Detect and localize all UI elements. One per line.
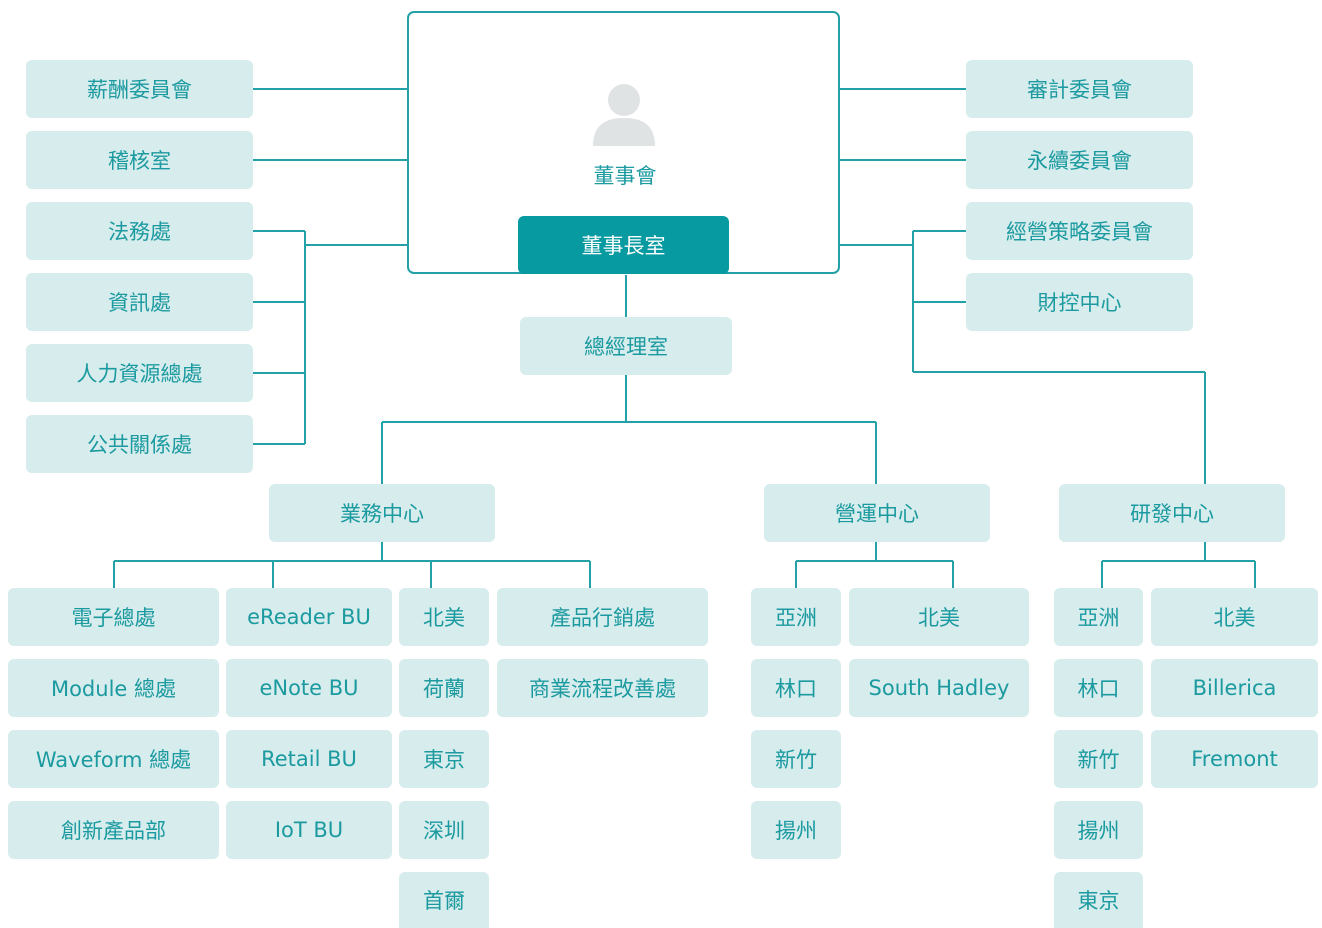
board-label: 董事會 — [593, 164, 657, 188]
rnd-site: 東京 — [1054, 872, 1143, 928]
chairman-office: 董事長室 — [518, 216, 729, 274]
rnd-site: Fremont — [1151, 730, 1318, 788]
gm-office: 總經理室 — [520, 317, 732, 375]
business-unit: Retail BU — [226, 730, 392, 788]
business-division: 電子總處 — [8, 588, 219, 646]
left-dept: 資訊處 — [26, 273, 253, 331]
operations-center: 營運中心 — [764, 484, 990, 542]
operations-site: South Hadley — [849, 659, 1029, 717]
right-unit: 經營策略委員會 — [966, 202, 1193, 260]
business-region: 首爾 — [399, 872, 489, 928]
right-committee: 永續委員會 — [966, 131, 1193, 189]
operations-site: 北美 — [849, 588, 1029, 646]
rnd-site: 林口 — [1054, 659, 1143, 717]
rnd-center: 研發中心 — [1059, 484, 1285, 542]
operations-site: 亞洲 — [751, 588, 841, 646]
right-committee: 審計委員會 — [966, 60, 1193, 118]
business-division: Module 總處 — [8, 659, 219, 717]
business-unit: eNote BU — [226, 659, 392, 717]
business-center: 業務中心 — [269, 484, 495, 542]
left-dept: 公共關係處 — [26, 415, 253, 473]
business-region: 東京 — [399, 730, 489, 788]
rnd-site: 新竹 — [1054, 730, 1143, 788]
left-committee: 稽核室 — [26, 131, 253, 189]
operations-site: 揚州 — [751, 801, 841, 859]
left-dept: 法務處 — [26, 202, 253, 260]
business-region: 荷蘭 — [399, 659, 489, 717]
left-dept: 人力資源總處 — [26, 344, 253, 402]
business-region: 北美 — [399, 588, 489, 646]
business-unit: IoT BU — [226, 801, 392, 859]
business-division: 創新產品部 — [8, 801, 219, 859]
person-avatar-icon — [593, 84, 655, 146]
rnd-site: 北美 — [1151, 588, 1318, 646]
rnd-site: Billerica — [1151, 659, 1318, 717]
operations-site: 林口 — [751, 659, 841, 717]
business-dept: 產品行銷處 — [497, 588, 708, 646]
right-unit: 財控中心 — [966, 273, 1193, 331]
business-dept: 商業流程改善處 — [497, 659, 708, 717]
left-committee: 薪酬委員會 — [26, 60, 253, 118]
business-unit: eReader BU — [226, 588, 392, 646]
business-division: Waveform 總處 — [8, 730, 219, 788]
rnd-site: 亞洲 — [1054, 588, 1143, 646]
rnd-site: 揚州 — [1054, 801, 1143, 859]
operations-site: 新竹 — [751, 730, 841, 788]
business-region: 深圳 — [399, 801, 489, 859]
